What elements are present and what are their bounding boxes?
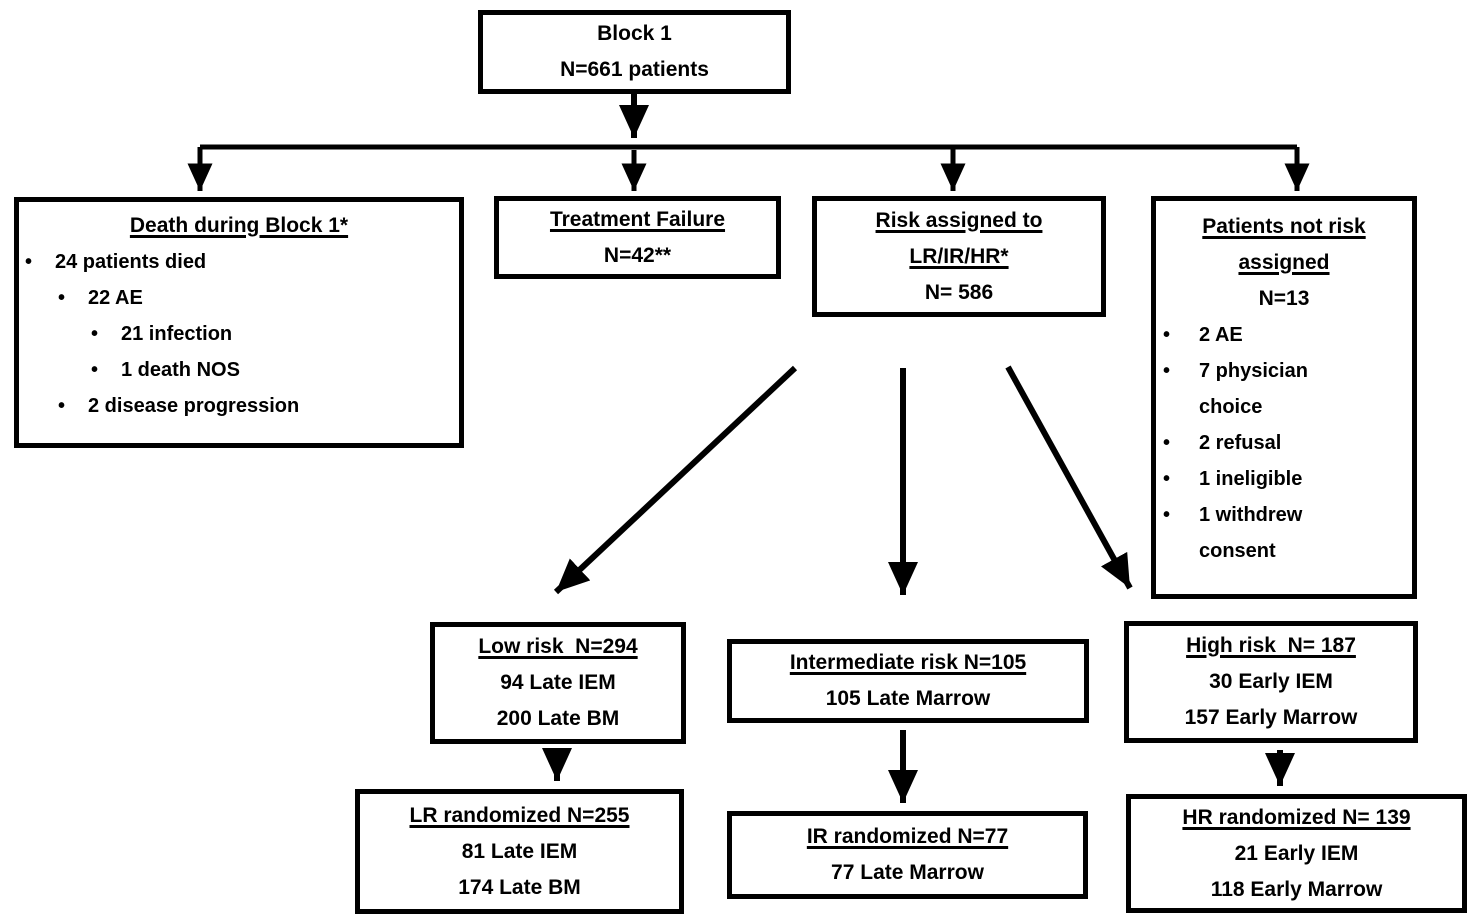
list-item: • 2 AE [1163, 317, 1419, 353]
death-box-title: Death during Block 1* [129, 214, 349, 237]
list-item: • 21 infection [91, 316, 531, 352]
bullet-icon: • [58, 395, 66, 417]
bullet-icon: • [25, 251, 33, 273]
high-risk-title: High risk N= 187 [1186, 634, 1356, 657]
box-lr-randomized: LR randomized N=255 81 Late IEM 174 Late… [355, 789, 684, 914]
lr-randomized-line1: 81 Late IEM [461, 839, 578, 863]
risk-assigned-title-line2: LR/IR/HR* [909, 244, 1009, 268]
bullet-icon: • [1163, 324, 1171, 346]
list-item: • 1 withdrew consent [1163, 497, 1419, 569]
lr-randomized-line2: 174 Late BM [458, 875, 581, 899]
low-risk-line2: 200 Late BM [496, 707, 620, 730]
box-death-during-block1: Death during Block 1* • 24 patients died… [14, 197, 464, 448]
list-item-text: 21 infection [121, 323, 233, 345]
bullet-icon: • [91, 359, 99, 381]
list-item-text: 2 AE [1199, 324, 1243, 346]
list-item-text: 2 disease progression [88, 395, 300, 417]
risk-assigned-title-line1: Risk assigned to [875, 208, 1043, 232]
bullet-icon: • [58, 287, 66, 309]
not-risk-assigned-title-line1: Patients not risk [1202, 215, 1366, 238]
list-item-text: 7 physician choice [1199, 360, 1308, 418]
list-item-text: 1 death NOS [121, 359, 240, 381]
list-item-text: 1 ineligible [1199, 468, 1303, 490]
risk-assigned-n: N= 586 [924, 280, 994, 304]
ir-randomized-title: IR randomized N=77 [806, 825, 1009, 848]
list-item-text: 1 withdrew consent [1199, 504, 1303, 562]
list-item: • 1 ineligible [1163, 461, 1419, 497]
lr-randomized-title: LR randomized N=255 [409, 803, 630, 827]
low-risk-title: Low risk N=294 [478, 635, 638, 658]
list-item: • 22 AE [58, 280, 498, 316]
box-treatment-failure: Treatment Failure N=42** [494, 196, 781, 279]
list-item-text: 24 patients died [55, 251, 207, 273]
high-risk-line2: 157 Early Marrow [1184, 706, 1358, 729]
intermediate-risk-line1: 105 Late Marrow [825, 687, 991, 710]
intermediate-risk-title: Intermediate risk N=105 [789, 651, 1027, 674]
high-risk-line1: 30 Early IEM [1209, 670, 1333, 693]
hr-randomized-line1: 21 Early IEM [1234, 841, 1359, 865]
list-item-text: 2 refusal [1199, 432, 1282, 454]
hr-randomized-line2: 118 Early Marrow [1210, 877, 1383, 901]
bullet-icon: • [1163, 468, 1171, 490]
box-not-risk-assigned: Patients not risk assigned N=13 • 2 AE •… [1151, 196, 1417, 599]
box-hr-randomized: HR randomized N= 139 21 Early IEM 118 Ea… [1126, 794, 1467, 913]
list-item: • 2 refusal [1163, 425, 1419, 461]
list-item: • 1 death NOS [91, 352, 531, 388]
box-intermediate-risk: Intermediate risk N=105 105 Late Marrow [727, 639, 1089, 723]
list-item: • 24 patients died [25, 244, 465, 280]
treatment-failure-n: N=42** [603, 243, 672, 267]
treatment-failure-title: Treatment Failure [549, 207, 726, 231]
list-item-text: 22 AE [88, 287, 143, 309]
list-item: • 2 disease progression [58, 388, 498, 424]
arrow-risk-to-low-risk [553, 365, 798, 595]
block1-n: N=661 patients [560, 58, 709, 81]
ir-randomized-line1: 77 Late Marrow [831, 861, 984, 884]
bullet-icon: • [1163, 432, 1171, 454]
box-risk-assigned: Risk assigned to LR/IR/HR* N= 586 [812, 196, 1106, 317]
list-item: • 7 physician choice [1163, 353, 1419, 425]
arrow-risk-to-high-risk [1005, 365, 1133, 590]
bullet-icon: • [1163, 504, 1171, 526]
not-risk-assigned-n: N=13 [1258, 287, 1310, 310]
block1-title: Block 1 [597, 22, 672, 45]
box-low-risk: Low risk N=294 94 Late IEM 200 Late BM [430, 622, 686, 744]
box-ir-randomized: IR randomized N=77 77 Late Marrow [727, 811, 1088, 899]
box-high-risk: High risk N= 187 30 Early IEM 157 Early … [1124, 621, 1418, 743]
not-risk-assigned-title-line2: assigned [1238, 251, 1330, 274]
box-block1: Block 1 N=661 patients [478, 10, 791, 94]
hr-randomized-title: HR randomized N= 139 [1182, 805, 1411, 829]
low-risk-line1: 94 Late IEM [500, 671, 616, 694]
bullet-icon: • [91, 323, 99, 345]
bullet-icon: • [1163, 360, 1171, 382]
